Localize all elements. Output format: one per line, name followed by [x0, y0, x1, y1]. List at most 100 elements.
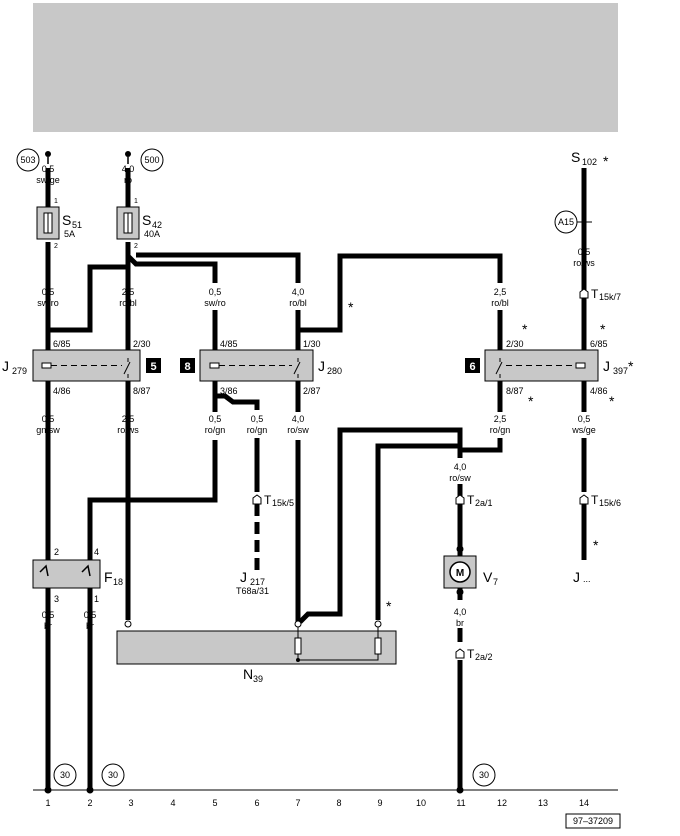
svg-text:F: F [104, 569, 113, 585]
svg-text:3: 3 [54, 594, 59, 604]
svg-text:0,5: 0,5 [209, 414, 222, 424]
svg-text:15k/5: 15k/5 [272, 498, 294, 508]
label-jdots: J ... [573, 569, 591, 585]
svg-text:5: 5 [150, 361, 156, 373]
svg-text:2/30: 2/30 [133, 339, 151, 349]
svg-text:br: br [456, 618, 464, 628]
relay-j397: 6 2/30 6/85 8/87 4/86 J 397 [465, 339, 628, 396]
svg-text:S: S [62, 212, 71, 228]
svg-text:397: 397 [613, 366, 628, 376]
svg-text:ws/ge: ws/ge [571, 425, 596, 435]
svg-text:*: * [348, 299, 354, 315]
svg-text:J: J [318, 358, 325, 374]
svg-text:9: 9 [377, 798, 382, 808]
svg-text:217: 217 [250, 577, 265, 587]
svg-text:ro/ws: ro/ws [117, 425, 139, 435]
svg-text:N: N [243, 666, 253, 682]
svg-text:ro/bl: ro/bl [289, 298, 307, 308]
svg-text:sw/ro: sw/ro [204, 298, 226, 308]
svg-text:*: * [609, 393, 615, 409]
svg-text:2,5: 2,5 [494, 287, 507, 297]
svg-text:0,5: 0,5 [42, 414, 55, 424]
svg-text:6: 6 [469, 361, 475, 373]
svg-text:18: 18 [113, 577, 123, 587]
svg-text:J: J [603, 358, 610, 374]
header-box [33, 3, 618, 132]
svg-text:gn/sw: gn/sw [36, 425, 60, 435]
svg-text:12: 12 [497, 798, 507, 808]
wire-labels: 0,5 sw/ge 4,0 ro 0,5 sw/ro 2,5 ro/bl 0,5… [36, 164, 596, 631]
svg-text:br: br [44, 621, 52, 631]
svg-text:br: br [86, 621, 94, 631]
svg-text:2,5: 2,5 [122, 287, 135, 297]
svg-text:ro/gn: ro/gn [247, 425, 268, 435]
svg-text:2/87: 2/87 [303, 386, 321, 396]
svg-text:sw/ro: sw/ro [37, 298, 59, 308]
svg-text:4/86: 4/86 [590, 386, 608, 396]
svg-text:ro/ws: ro/ws [573, 258, 595, 268]
svg-text:10: 10 [416, 798, 426, 808]
reference-code: 97–37209 [565, 813, 621, 829]
svg-text:T: T [467, 647, 475, 661]
switch-f18: 2 4 3 1 F 18 [32, 547, 123, 604]
label-s102: S 102 * [571, 149, 609, 169]
svg-text:S: S [142, 212, 151, 228]
svg-text:*: * [386, 598, 392, 614]
svg-text:M: M [456, 568, 464, 579]
svg-text:1: 1 [94, 594, 99, 604]
svg-text:...: ... [583, 574, 591, 584]
svg-text:0,5: 0,5 [42, 610, 55, 620]
svg-text:5: 5 [212, 798, 217, 808]
svg-text:97–37209: 97–37209 [573, 816, 613, 826]
svg-text:1/30: 1/30 [303, 339, 321, 349]
svg-text:*: * [522, 321, 528, 337]
fuse-s42: 1 2 S 42 40A [116, 198, 162, 250]
svg-text:1: 1 [45, 798, 50, 808]
svg-text:*: * [528, 393, 534, 409]
relay-j279: 6/85 2/30 4/86 8/87 J 279 5 [2, 339, 161, 396]
svg-text:2: 2 [87, 798, 92, 808]
svg-text:30: 30 [479, 770, 489, 780]
svg-text:T: T [264, 493, 272, 507]
svg-text:4,0: 4,0 [292, 414, 305, 424]
connector-t2a1: T 2a/1 [455, 493, 493, 508]
asterisks: * * * * * * * * [348, 299, 634, 614]
svg-text:*: * [593, 537, 599, 553]
svg-text:7: 7 [493, 577, 498, 587]
svg-text:30: 30 [60, 770, 70, 780]
svg-text:8: 8 [184, 361, 190, 373]
svg-text:T: T [467, 493, 475, 507]
svg-text:0,5: 0,5 [42, 164, 55, 174]
svg-text:4,0: 4,0 [454, 607, 467, 617]
svg-text:V: V [483, 569, 493, 585]
column-numbers: 1 2 3 4 5 6 7 8 9 10 11 12 13 14 [45, 798, 589, 808]
svg-text:J: J [573, 569, 580, 585]
svg-text:1: 1 [134, 198, 138, 205]
svg-text:ro/bl: ro/bl [119, 298, 137, 308]
svg-text:500: 500 [144, 155, 159, 165]
source-503: 503 [16, 148, 51, 172]
svg-text:*: * [603, 153, 609, 169]
connector-t15k6: T 15k/6 [579, 493, 621, 508]
svg-text:3: 3 [128, 798, 133, 808]
svg-text:4,0: 4,0 [122, 164, 135, 174]
connector-t15k7: T 15k/7 [579, 287, 621, 302]
svg-text:1: 1 [54, 198, 58, 205]
svg-text:4,0: 4,0 [454, 462, 467, 472]
svg-text:503: 503 [20, 155, 35, 165]
ground-30-b: 30 [101, 763, 125, 787]
wires [45, 168, 587, 790]
svg-text:8: 8 [336, 798, 341, 808]
svg-text:2,5: 2,5 [494, 414, 507, 424]
svg-text:280: 280 [327, 366, 342, 376]
connector-t15k5: T 15k/5 [252, 493, 294, 508]
ground-30-a: 30 [53, 763, 77, 787]
svg-text:*: * [600, 321, 606, 337]
svg-text:4: 4 [94, 547, 99, 557]
svg-text:8/87: 8/87 [133, 386, 151, 396]
svg-text:51: 51 [72, 220, 82, 230]
svg-text:4: 4 [170, 798, 175, 808]
svg-text:15k/7: 15k/7 [599, 292, 621, 302]
